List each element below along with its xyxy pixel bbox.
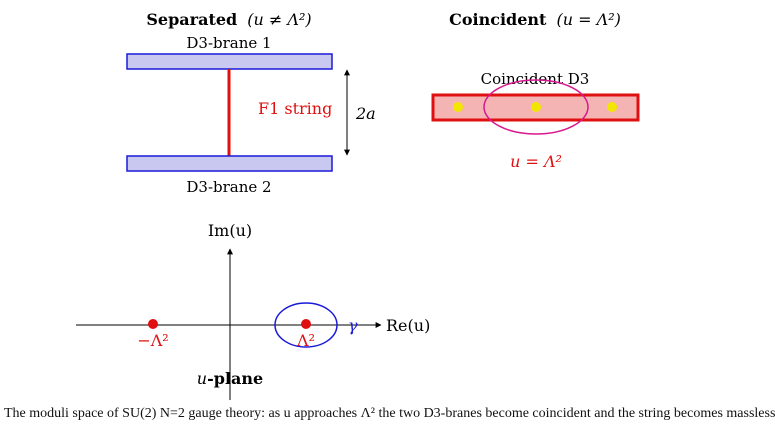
d3-brane-1 [126,53,333,70]
brane-dot-center [531,102,541,112]
minus-lambda-squared-label: −Λ² [137,331,168,350]
coincident-brane-label: Coincident D3 [481,70,590,88]
separated-panel: Separated (u ≠ Λ²) D3-brane 1 F1 string … [126,10,376,196]
minus-lambda-squared-point [148,319,158,329]
separation-label: 2a [355,104,376,123]
diagram-canvas: Separated (u ≠ Λ²) D3-brane 1 F1 string … [76,10,640,400]
u-plane-panel: Im(u) Re(u) −Λ² Λ² γ u-plane [76,221,430,400]
brane-dot-left [453,102,463,112]
coincident-value-label: u = Λ² [510,152,562,171]
coincident-ellipse [483,79,589,135]
top-brane-label: D3-brane 1 [186,34,271,52]
u-plane-label: u-plane [197,369,263,388]
gamma-label: γ [348,316,358,335]
d3-brane-2 [126,155,333,172]
lambda-squared-point [301,319,311,329]
figure-caption: The moduli space of SU(2) N=2 gauge theo… [4,406,775,421]
separated-title: Separated (u ≠ Λ²) [146,10,311,29]
re-u-label: Re(u) [386,316,430,335]
brane-dot-right [607,102,617,112]
gamma-contour [274,302,338,348]
coincident-d3-brane [431,93,640,122]
lambda-squared-label: Λ² [296,331,315,350]
f1-string-label: F1 string [258,99,332,118]
bottom-brane-label: D3-brane 2 [186,178,271,196]
im-u-label: Im(u) [208,221,252,240]
coincident-title: Coincident (u = Λ²) [449,10,621,29]
coincident-panel: Coincident (u = Λ²) Coincident D3 u = Λ² [431,10,640,171]
